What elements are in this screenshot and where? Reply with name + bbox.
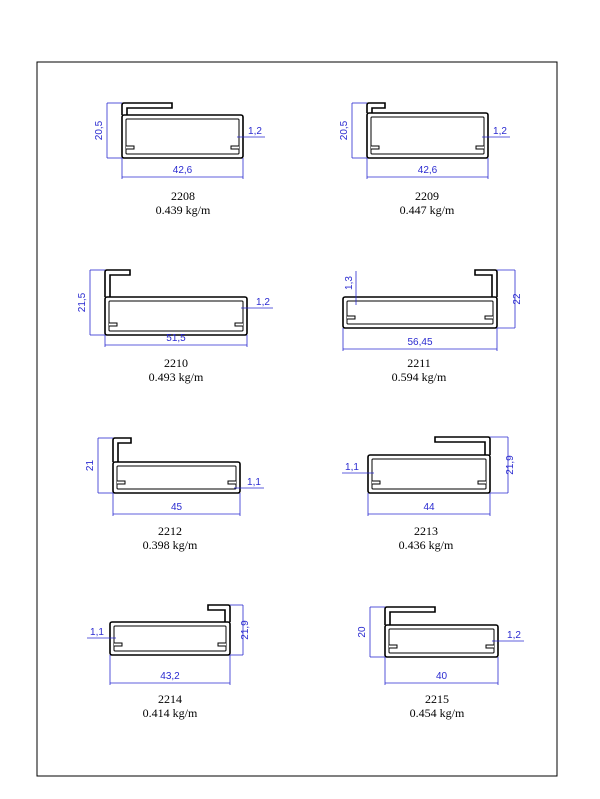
profile-weight: 0.493 kg/m [149,370,204,384]
profile-inner-wall [116,465,237,490]
profile-inner-wall [113,625,227,652]
profile-inner-wall [371,458,487,490]
profile-weight: 0.594 kg/m [392,370,447,384]
profile-groove [217,642,226,647]
height-dimension: 20,5 [339,120,350,140]
profile-groove [230,145,239,150]
profile-groove [485,644,494,649]
width-dimension: 51,5 [166,333,186,344]
profile-weight: 0.414 kg/m [143,706,198,720]
profile-code: 2212 [158,524,182,538]
width-dimension: 44 [423,502,435,513]
profile-code: 2210 [164,356,188,370]
profile-flange [474,269,498,297]
profile-groove [114,642,123,647]
height-dimension: 20,5 [94,120,105,140]
width-dimension: 45 [171,502,183,513]
profile-code: 2214 [158,692,182,706]
profile-groove [126,145,135,150]
profile-inner-wall [125,118,240,155]
profile-weight: 0.447 kg/m [400,203,455,217]
profile-code: 2211 [407,356,431,370]
profile-code: 2213 [414,524,438,538]
profile-flange [112,437,132,462]
height-dimension: 22 [512,293,523,305]
profile-inner-wall [388,628,495,654]
profile-code: 2215 [425,692,449,706]
profile-flange [207,604,231,622]
wall-dimension: 1,3 [344,276,355,290]
wall-dimension: 1,2 [493,126,507,137]
profile-code: 2208 [171,189,195,203]
width-dimension: 42,6 [418,165,438,176]
wall-dimension: 1,1 [247,477,261,488]
profile-code: 2209 [415,189,439,203]
height-dimension: 21,9 [240,620,251,640]
profile-weight: 0.439 kg/m [156,203,211,217]
profile-flange [366,102,386,113]
profile-weight: 0.436 kg/m [399,538,454,552]
profile-inner-wall [346,300,494,325]
height-dimension: 21,9 [505,455,516,475]
wall-dimension: 1,2 [248,126,262,137]
profile-flange [384,606,436,625]
profile-flange [104,269,131,297]
profile-groove [389,644,398,649]
sheet-frame [36,61,558,777]
profile-groove [371,145,380,150]
profile-groove [475,145,484,150]
profile-groove [347,315,356,320]
height-dimension: 21 [85,460,96,472]
profile-groove [227,480,236,485]
profile-weight: 0.398 kg/m [143,538,198,552]
height-dimension: 21,5 [77,292,88,312]
height-dimension: 20 [357,626,368,638]
profile-groove [372,480,381,485]
wall-dimension: 1,2 [256,297,270,308]
width-dimension: 42,6 [173,165,193,176]
wall-dimension: 1,2 [507,630,521,641]
profile-groove [234,322,243,327]
width-dimension: 56,45 [407,337,432,348]
profile-groove [109,322,118,327]
profile-inner-wall [370,116,485,155]
width-dimension: 40 [436,671,448,682]
profile-weight: 0.454 kg/m [410,706,465,720]
profile-groove [117,480,126,485]
profile-flange [434,436,491,455]
width-dimension: 43,2 [160,671,180,682]
wall-dimension: 1,1 [345,462,359,473]
profile-groove [477,480,486,485]
profile-inner-wall [108,300,244,332]
profile-flange [121,102,173,115]
profile-groove [484,315,493,320]
wall-dimension: 1,1 [90,627,104,638]
